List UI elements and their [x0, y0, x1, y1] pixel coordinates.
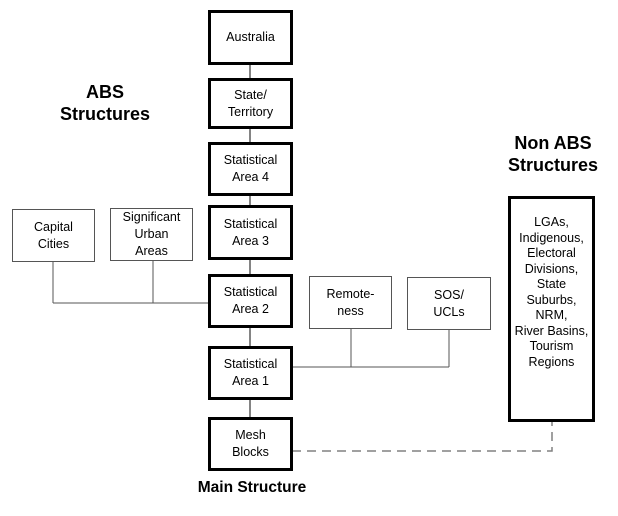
box-label: Statistical Area 4: [223, 153, 278, 184]
box-label: Statistical Area 2: [223, 285, 278, 316]
box-label: LGAs, Indigenous, Electoral Divisions, S…: [514, 215, 589, 369]
heading-main-structure: Main Structure: [197, 479, 307, 496]
box-state-territory[interactable]: State/ Territory: [208, 78, 293, 129]
box-sos-ucls[interactable]: SOS/ UCLs: [407, 277, 491, 330]
box-australia[interactable]: Australia: [208, 10, 293, 65]
box-label: Significant Urban Areas: [122, 210, 181, 258]
box-non-abs-structures[interactable]: LGAs, Indigenous, Electoral Divisions, S…: [508, 196, 595, 422]
box-remoteness[interactable]: Remote- ness: [309, 276, 392, 329]
box-label: Australia: [226, 30, 275, 44]
box-statistical-area-1[interactable]: Statistical Area 1: [208, 346, 293, 400]
heading-non-abs-structures: Non ABS Structures: [507, 133, 599, 175]
box-label: Remote- ness: [326, 286, 375, 318]
box-label: Statistical Area 1: [223, 357, 278, 388]
heading-abs-structures: ABS Structures: [59, 82, 151, 124]
box-label: Capital Cities: [34, 219, 73, 251]
box-statistical-area-2[interactable]: Statistical Area 2: [208, 274, 293, 328]
box-capital-cities[interactable]: Capital Cities: [12, 209, 95, 262]
box-significant-urban-areas[interactable]: Significant Urban Areas: [110, 208, 193, 261]
box-label: SOS/ UCLs: [433, 287, 465, 319]
box-label: State/ Territory: [227, 87, 274, 119]
connector-dashed-non-abs: [292, 422, 553, 452]
box-statistical-area-4[interactable]: Statistical Area 4: [208, 142, 293, 196]
box-mesh-blocks[interactable]: Mesh Blocks: [208, 417, 293, 471]
box-label: Mesh Blocks: [232, 428, 269, 459]
box-label: Statistical Area 3: [223, 216, 278, 248]
box-statistical-area-3[interactable]: Statistical Area 3: [208, 205, 293, 260]
